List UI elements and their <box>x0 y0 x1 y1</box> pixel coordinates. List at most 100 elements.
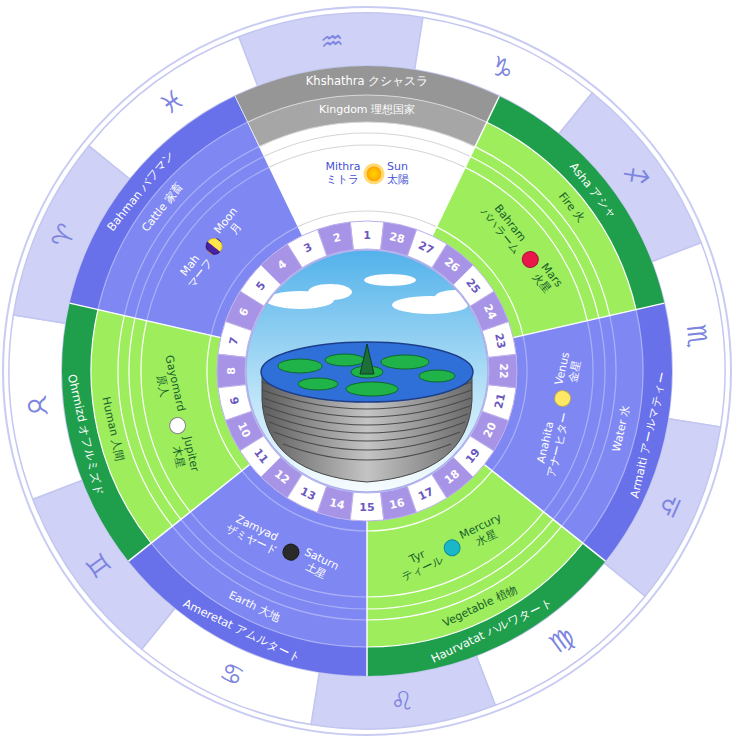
day-number: 21 <box>493 393 507 410</box>
cloud <box>435 290 475 304</box>
sky <box>240 245 500 505</box>
zodiac-sign: ♑ <box>486 51 518 84</box>
day-number: 27 <box>417 240 436 257</box>
day-number: 20 <box>481 421 498 440</box>
ring-line <box>124 147 259 316</box>
planet-sector: MahMoonマーフ月 <box>175 206 250 291</box>
spirit-name: Armaiti アールマティー <box>628 371 670 500</box>
day-number: 13 <box>299 485 318 502</box>
element-name: Kingdom 理想国家 <box>319 103 415 116</box>
cloud <box>308 284 352 300</box>
day-number: 24 <box>481 303 498 322</box>
zodiac-sign: ♎ <box>654 490 687 522</box>
planet-sector: GayomardJupiter原人木星 <box>149 354 200 476</box>
name-band <box>235 66 500 122</box>
name-band <box>70 96 248 309</box>
spirit-band: Armaiti アールマティー <box>628 371 670 500</box>
day-number: 18 <box>442 468 461 486</box>
ring-line <box>475 147 610 316</box>
element-band: Fire 火 <box>556 191 587 226</box>
day-number: 4 <box>276 258 289 271</box>
zodiac-sign: ♍ <box>545 622 579 657</box>
zodiac-sign: ♉ <box>23 393 51 419</box>
planet-icon <box>441 537 464 560</box>
planet-sector: Mithra Sun ミトラ 太陽 <box>325 161 408 186</box>
planet-icon <box>279 541 302 564</box>
day-number: 25 <box>464 277 482 296</box>
planet-text: Mithra <box>325 161 360 174</box>
planet-text: ミトラ <box>325 174 360 187</box>
ring-line <box>98 122 247 309</box>
spirit-name: Bahman バフマン <box>105 148 177 234</box>
spirit-band: Khshathra クシャスラ <box>306 75 428 88</box>
zodiac-sign: ♋ <box>216 658 248 691</box>
day-number: 1 <box>363 230 371 241</box>
planet-sector: TyrMercuryティール水星 <box>395 512 509 584</box>
planet-sector: AnahitaVenusアナーヒター金星 <box>533 351 585 479</box>
day-number: 17 <box>417 485 436 502</box>
planet-text: 太陽 <box>387 174 409 187</box>
name-band <box>487 96 665 309</box>
day-number: 2 <box>332 232 342 244</box>
day-cell <box>350 221 384 250</box>
planet-icon <box>518 247 542 271</box>
zodiac-sign: ♌ <box>389 687 415 715</box>
sector-divider <box>129 465 250 562</box>
day-number: 9 <box>228 396 240 406</box>
planet-sector: BahramMarsバハラーム火星 <box>478 198 565 298</box>
day-number: 12 <box>273 468 292 486</box>
ring-line <box>367 512 544 597</box>
zodiac-sign: ♒ <box>319 27 345 55</box>
spirit-band: Bahman バフマン <box>105 148 177 234</box>
day-number: 22 <box>498 363 509 378</box>
planet-icon <box>202 235 226 259</box>
world-sea <box>261 342 473 402</box>
zodiac-sign: ♐ <box>618 159 653 193</box>
element-name: Fire 火 <box>556 191 587 226</box>
day-cell <box>488 354 517 388</box>
day-number: 6 <box>238 306 251 318</box>
sector-divider <box>70 303 221 337</box>
day-number: 3 <box>302 242 314 255</box>
element-name: Earth 大地 <box>226 589 281 624</box>
day-number: 28 <box>389 231 406 245</box>
planet-text: Sun <box>387 161 409 174</box>
ring-line <box>141 321 190 512</box>
ring-line <box>487 122 636 309</box>
ring-line <box>118 316 172 527</box>
zodiac-sign: ♓ <box>155 85 189 120</box>
ring-line <box>91 310 151 543</box>
ring-line <box>247 95 487 122</box>
element-band: Earth 大地 <box>226 589 281 624</box>
element-band: Kingdom 理想国家 <box>319 103 415 116</box>
name-band <box>583 303 672 561</box>
ring-shapes <box>9 13 725 729</box>
spirit-name: Ohrmizd オフルミズド <box>65 373 106 497</box>
central-mountain <box>360 344 374 374</box>
day-number: 23 <box>493 332 507 349</box>
ring-line <box>259 122 475 147</box>
planet-icon <box>366 167 381 182</box>
element-band: Water 水 <box>611 405 634 454</box>
element-name: Human 人間 <box>99 396 126 462</box>
day-number: 5 <box>254 280 267 293</box>
ring-line <box>544 321 593 512</box>
sector-divider <box>366 521 368 676</box>
day-number: 11 <box>252 446 270 465</box>
ring-line <box>264 133 471 157</box>
spirit-name: Khshathra クシャスラ <box>306 75 428 88</box>
day-number: 19 <box>464 446 482 465</box>
ring-line <box>190 512 367 597</box>
element-band: Human 人間 <box>99 396 126 462</box>
world-illustration <box>240 245 500 505</box>
day-number: 10 <box>236 421 253 440</box>
day-number: 16 <box>389 497 406 511</box>
planet-sector: ZamyadSaturnザミヤード土星 <box>223 512 340 586</box>
world-border <box>246 250 488 492</box>
sector-divider <box>484 465 605 562</box>
day-number: 14 <box>328 497 345 511</box>
zodiac-sign: ♏ <box>683 323 711 349</box>
cloud <box>364 274 416 286</box>
day-number: 7 <box>228 336 240 346</box>
zodiac-sign: ♈ <box>47 220 80 252</box>
